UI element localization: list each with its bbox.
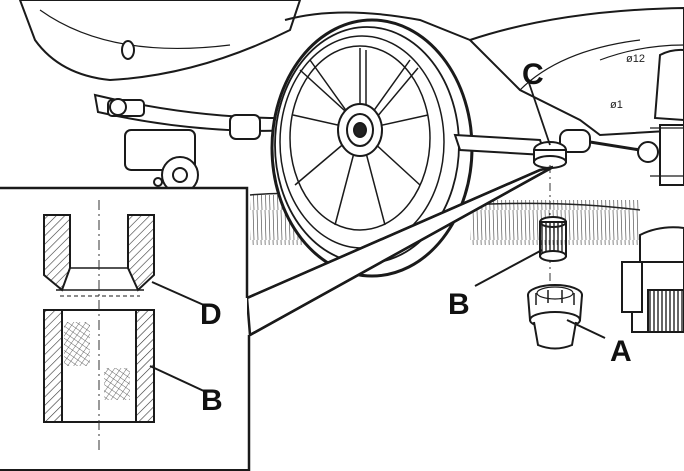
axle-arm [453,124,684,186]
callout-label-b-main: B [448,288,470,321]
callout-label-a: A [610,335,632,368]
svg-text:ø12: ø12 [626,53,645,65]
needle-bearing-main [539,216,567,262]
leader-lines [474,249,606,339]
svg-text:ø1: ø1 [610,99,623,111]
callout-label-b-detail: B [201,384,223,417]
cap-a [527,284,583,350]
machine-body: ø12 ø1 [18,0,684,137]
drive-wheel [270,18,474,278]
magnifier-wedge [245,165,554,338]
detail-inset [0,186,251,471]
bearing-seat-c [527,79,567,169]
housing-section [43,214,155,297]
side-brush-motor [621,226,684,333]
bushing-section [43,309,155,423]
callout-label-c: C [522,58,544,91]
callout-label-d: D [200,298,222,331]
